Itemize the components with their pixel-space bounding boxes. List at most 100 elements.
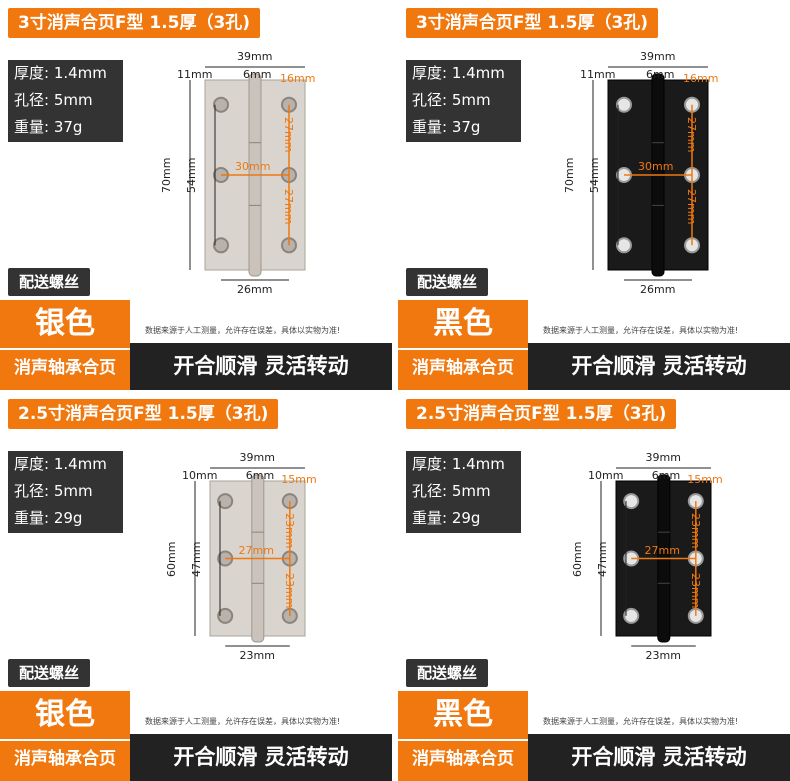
color-badge: 银色 消声轴承合页 (0, 300, 130, 390)
color-badge: 黑色 消声轴承合页 (398, 300, 528, 390)
spec-weight: 重量: 29g (14, 509, 83, 527)
dim-left-offset: 11mm (580, 68, 616, 81)
screws-badge: 配送螺丝 (406, 268, 488, 296)
color-subtitle: 消声轴承合页 (398, 348, 528, 386)
dim-total-width: 39mm (645, 451, 681, 464)
screw-hole (213, 96, 229, 113)
dim-leaf-width: 15mm (281, 473, 317, 486)
dim-knuckle: 6mm (646, 68, 675, 81)
screws-badge: 配送螺丝 (8, 659, 90, 687)
dim-knuckle: 6mm (651, 469, 681, 482)
dim-bottom-width: 26mm (237, 283, 273, 296)
dim-vertical-2: 23mm (688, 572, 702, 608)
dim-left-offset: 10mm (588, 469, 624, 482)
dim-hole-spacing: 47mm (190, 541, 203, 577)
color-name: 银色 (35, 306, 95, 341)
product-title: 2.5寸消声合页F型 1.5厚（3孔) (8, 399, 279, 429)
spec-hole-diameter: 孔径: 5mm (14, 482, 93, 500)
dim-left-offset: 11mm (177, 68, 213, 81)
panel-divider (392, 0, 398, 781)
dim-vertical-1: 27mm (685, 116, 698, 153)
screw-hole (217, 607, 234, 624)
dim-total-width: 39mm (239, 451, 275, 464)
product-title: 3寸消声合页F型 1.5厚（3孔) (406, 8, 659, 38)
slogan-banner: 开合顺滑 灵活转动 (130, 734, 392, 781)
dim-knuckle: 6mm (243, 68, 272, 81)
dim-horizontal: 27mm (644, 543, 680, 557)
screws-badge: 配送螺丝 (8, 268, 90, 296)
dim-total-width: 39mm (237, 50, 273, 63)
hinge-panel: 2.5寸消声合页F型 1.5厚（3孔) 厚度: 1.4mm 孔径: 5mm 重量… (0, 391, 392, 781)
screw-hole (623, 493, 640, 510)
spec-weight: 重量: 37g (412, 118, 481, 136)
spec-weight: 重量: 37g (14, 118, 83, 136)
color-badge: 银色 消声轴承合页 (0, 691, 130, 781)
dim-total-width: 39mm (640, 50, 676, 63)
hinge-diagram (189, 66, 306, 281)
product-title: 3寸消声合页F型 1.5厚（3孔) (8, 8, 261, 38)
color-subtitle: 消声轴承合页 (398, 739, 528, 777)
dim-horizontal: 30mm (638, 160, 674, 173)
screw-hole (616, 237, 632, 254)
slogan-banner: 开合顺滑 灵活转动 (130, 343, 392, 390)
dim-hole-spacing: 54mm (588, 157, 601, 193)
dim-bottom-width: 26mm (640, 283, 676, 296)
spec-box: 厚度: 1.4mm 孔径: 5mm 重量: 37g (406, 60, 521, 142)
spec-thickness: 厚度: 1.4mm (412, 64, 505, 82)
dim-hole-spacing: 54mm (185, 157, 198, 193)
dim-hole-spacing: 47mm (596, 541, 609, 577)
measurement-note: 数据来源于人工测量，允许存在误差，具体以实物为准! (543, 717, 739, 726)
color-name: 银色 (35, 697, 95, 732)
spec-hole-diameter: 孔径: 5mm (14, 91, 93, 109)
spec-weight: 重量: 29g (412, 509, 481, 527)
hinge-panel: 2.5寸消声合页F型 1.5厚（3孔) 厚度: 1.4mm 孔径: 5mm 重量… (398, 391, 790, 781)
spec-hole-diameter: 孔径: 5mm (412, 91, 491, 109)
spec-box: 厚度: 1.4mm 孔径: 5mm 重量: 29g (406, 451, 521, 533)
dim-bottom-width: 23mm (239, 649, 275, 662)
dim-leaf-width: 16mm (683, 72, 719, 85)
hinge-panel: 3寸消声合页F型 1.5厚（3孔) 厚度: 1.4mm 孔径: 5mm 重量: … (0, 0, 392, 390)
dim-vertical-2: 27mm (282, 189, 295, 225)
spec-thickness: 厚度: 1.4mm (14, 64, 107, 82)
color-badge: 黑色 消声轴承合页 (398, 691, 528, 781)
product-title: 2.5寸消声合页F型 1.5厚（3孔) (406, 399, 677, 429)
dim-vertical-1: 23mm (688, 513, 702, 549)
screw-hole (213, 237, 229, 254)
color-name: 黑色 (433, 697, 493, 732)
dim-leaf-width: 16mm (280, 72, 316, 85)
spec-thickness: 厚度: 1.4mm (14, 455, 107, 473)
dim-horizontal: 30mm (235, 160, 271, 173)
spec-thickness: 厚度: 1.4mm (412, 455, 505, 473)
hinge-diagram (592, 66, 709, 281)
dim-total-height: 70mm (160, 157, 173, 193)
screw-hole (623, 607, 640, 624)
spec-hole-diameter: 孔径: 5mm (412, 482, 491, 500)
dim-total-height: 70mm (563, 157, 576, 193)
dim-vertical-2: 23mm (282, 572, 296, 608)
hinge-diagram (194, 467, 306, 647)
hinge-diagram (600, 467, 712, 647)
spec-box: 厚度: 1.4mm 孔径: 5mm 重量: 29g (8, 451, 123, 533)
slogan-banner: 开合顺滑 灵活转动 (528, 343, 790, 390)
slogan-banner: 开合顺滑 灵活转动 (528, 734, 790, 781)
dim-vertical-1: 27mm (282, 116, 295, 153)
measurement-note: 数据来源于人工测量，允许存在误差，具体以实物为准! (145, 717, 341, 726)
spec-box: 厚度: 1.4mm 孔径: 5mm 重量: 37g (8, 60, 123, 142)
screw-hole (616, 96, 632, 113)
dim-vertical-2: 27mm (685, 189, 698, 225)
dim-knuckle: 6mm (245, 469, 275, 482)
dim-horizontal: 27mm (238, 543, 274, 557)
measurement-note: 数据来源于人工测量，允许存在误差，具体以实物为准! (543, 326, 739, 335)
measurement-note: 数据来源于人工测量，允许存在误差，具体以实物为准! (145, 326, 341, 335)
color-name: 黑色 (433, 306, 493, 341)
dim-total-height: 60mm (165, 541, 178, 577)
dim-bottom-width: 23mm (645, 649, 681, 662)
screws-badge: 配送螺丝 (406, 659, 488, 687)
dim-left-offset: 10mm (182, 469, 218, 482)
color-subtitle: 消声轴承合页 (0, 739, 130, 777)
screw-hole (217, 493, 234, 510)
color-subtitle: 消声轴承合页 (0, 348, 130, 386)
dim-leaf-width: 15mm (687, 473, 723, 486)
dim-total-height: 60mm (571, 541, 584, 577)
dim-vertical-1: 23mm (282, 513, 296, 549)
